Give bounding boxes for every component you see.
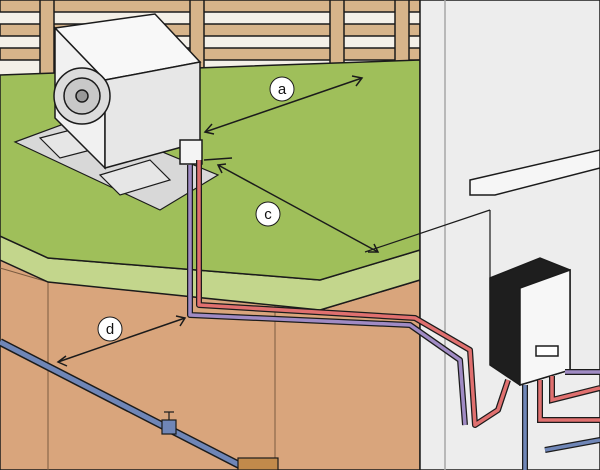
pipe-valve-icon [161, 411, 177, 435]
heating-pipes [187, 160, 511, 428]
dimension-a-badge [269, 76, 295, 102]
wall-reference-line [364, 209, 491, 253]
dimension-c [203, 157, 380, 253]
heat-pump-outdoor-unit-icon [53, 13, 203, 170]
dimension-d-label: d [106, 321, 114, 338]
inspection-pit [237, 457, 279, 470]
water-pipe [0, 339, 247, 470]
dimension-d [56, 315, 187, 367]
dimension-c-badge [255, 201, 281, 227]
wall-shelf [469, 149, 600, 196]
dimension-d-badge [97, 316, 123, 342]
indoor-unit-pipes [522, 369, 600, 470]
dimension-a-label: a [278, 81, 287, 98]
dimension-a [203, 75, 364, 135]
junction-box [179, 139, 203, 165]
indoor-unit-display [535, 345, 559, 357]
house-wall [419, 0, 600, 470]
dimension-c-label: c [264, 206, 272, 223]
wall-mounted-indoor-unit-icon [489, 257, 571, 387]
